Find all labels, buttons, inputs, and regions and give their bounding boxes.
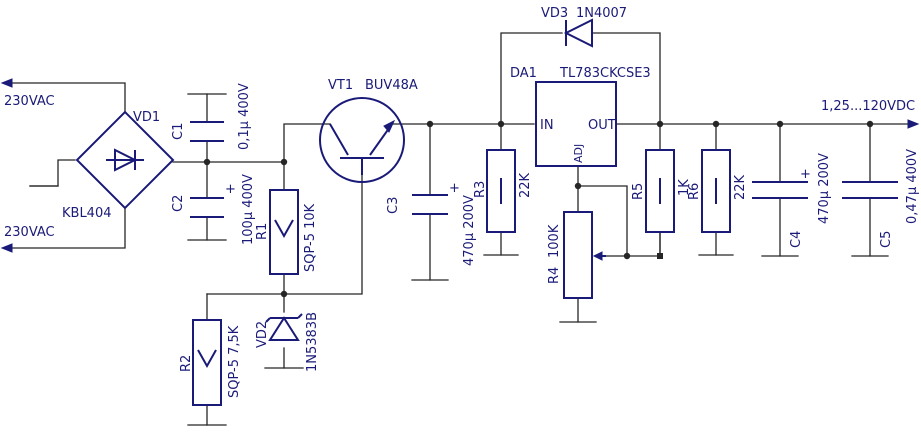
- r6-value-label: 22K: [733, 174, 748, 200]
- c2-name-label: C2: [171, 195, 186, 212]
- bridge-model-label: KBL404: [62, 206, 112, 221]
- r1-value-label: SQP-5 10K: [303, 203, 318, 272]
- capacitor-c3: [412, 194, 448, 215]
- capacitor-c4: [752, 181, 808, 199]
- ac-top-arrow-icon: [0, 78, 13, 88]
- ground-symbols: [29, 93, 889, 426]
- npn-transistor-icon: [319, 97, 405, 183]
- resistor-r2: [192, 319, 222, 406]
- diode-bridge-icon: [75, 110, 175, 210]
- transistor-vt1: [319, 97, 405, 183]
- c3-value-label: 470µ 200V: [462, 195, 477, 266]
- bridge-vd1: [75, 110, 175, 210]
- da1-model-label: TL783CKCSE3: [559, 66, 651, 81]
- c3-plus-label: +: [449, 181, 460, 196]
- r1-name-label: R1: [255, 223, 270, 240]
- r4-name-label: R4: [547, 267, 562, 284]
- c5-name-label: C5: [879, 231, 894, 248]
- r6-name-label: R6: [687, 183, 702, 200]
- ac-arrows: [0, 78, 920, 253]
- c2-value-label: 100µ 400V: [241, 174, 256, 245]
- output-arrow-icon: [907, 119, 920, 129]
- vd3-model-label: 1N4007: [576, 6, 627, 21]
- resistor-r1: [269, 189, 299, 275]
- junction-dots: [203, 120, 874, 298]
- r3-value-label: 22K: [518, 172, 533, 198]
- regulator-da1: [535, 81, 617, 167]
- vd2-model-label: 1N5383B: [305, 312, 320, 372]
- pin-in-label: IN: [540, 118, 554, 133]
- potentiometer-r4: [563, 211, 606, 299]
- vd1-label: VD1: [133, 110, 160, 125]
- capacitor-c2: [190, 197, 224, 218]
- capacitor-c5: [842, 181, 898, 199]
- c4-plus-label: +: [800, 167, 811, 182]
- resistor-r3: [486, 149, 516, 233]
- c4-value-label: 470µ 200V: [817, 153, 832, 224]
- wires: [7, 32, 913, 426]
- vd2-name-label: VD2: [255, 321, 270, 348]
- ac-top-label: 230VAC: [4, 94, 55, 109]
- c3-name-label: C3: [386, 197, 401, 214]
- r2-name-label: R2: [179, 355, 194, 372]
- resistor-r5: [645, 149, 675, 233]
- pin-out-label: OUT: [588, 118, 616, 133]
- r4-value-label: 100K: [547, 224, 562, 258]
- ac-bottom-arrow-icon: [0, 243, 13, 253]
- c2-plus-label: +: [225, 182, 236, 197]
- vt1-model-label: BUV48A: [365, 78, 418, 93]
- ac-bottom-label: 230VAC: [4, 225, 55, 240]
- c5-value-label: 0,47µ 400V: [905, 149, 920, 224]
- diode-vd3: [563, 18, 593, 48]
- r3-name-label: R3: [473, 181, 488, 198]
- resistor-r6: [701, 149, 731, 233]
- c4-name-label: C4: [789, 231, 804, 248]
- zener-diode-icon: [265, 313, 303, 341]
- labels: 230VAC 230VAC VD1 KBL404 C1 0,1µ 400V C2…: [4, 6, 920, 398]
- pin-adj-label: ADJ: [572, 144, 585, 163]
- c1-value-label: 0,1µ 400V: [237, 83, 252, 150]
- r5-value-label: 1K: [677, 179, 692, 196]
- vt1-name-label: VT1: [328, 78, 353, 93]
- zener-vd2: [265, 313, 303, 341]
- c1-name-label: C1: [171, 123, 186, 140]
- diode-icon: [563, 18, 593, 48]
- r5-name-label: R5: [631, 183, 646, 200]
- vd3-name-label: VD3: [541, 6, 568, 21]
- r2-value-label: SQP-5 7,5K: [227, 325, 242, 398]
- output-label: 1,25...120VDC: [821, 99, 915, 114]
- capacitor-c1: [190, 121, 224, 142]
- da1-name-label: DA1: [510, 66, 537, 81]
